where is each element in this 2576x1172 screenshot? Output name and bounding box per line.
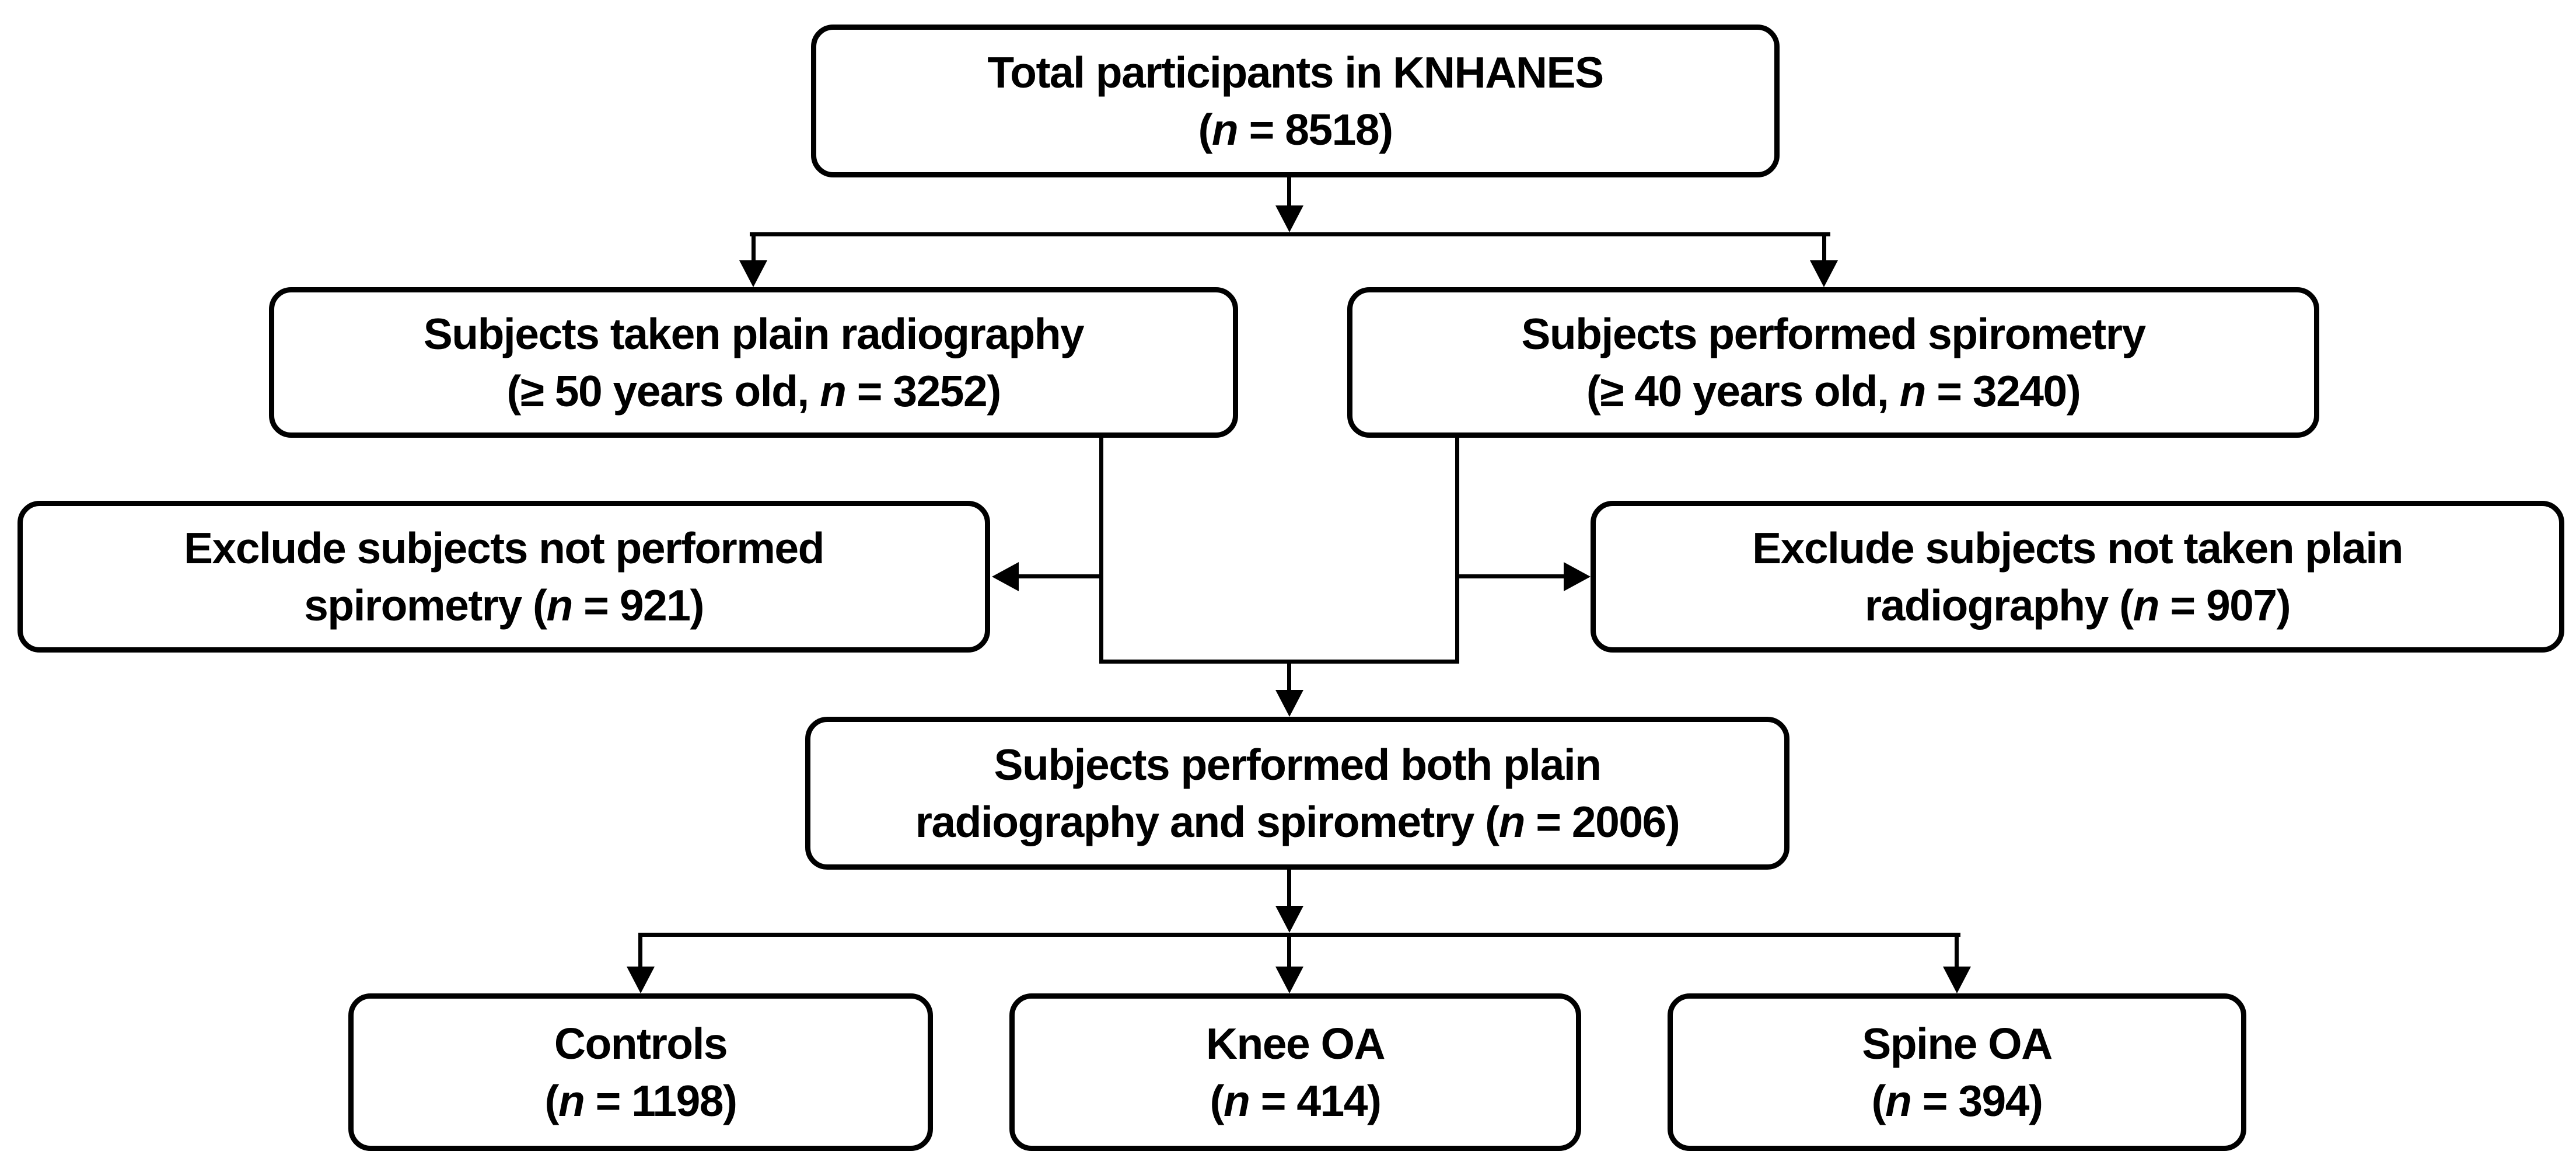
box-line2: (n = 1198) (544, 1072, 738, 1129)
connector-top-vertical (1287, 176, 1291, 208)
arrowhead-knee-oa (1275, 967, 1303, 993)
line2-n: n (1899, 367, 1927, 416)
line2-n: n (2133, 581, 2160, 630)
arrowhead-exclude-radiography (1564, 562, 1591, 591)
connector-top-split-line (750, 232, 1830, 236)
box-line1: Subjects performed both plain (994, 740, 1602, 789)
box-exclude-radiography: Exclude subjects not taken plain radiogr… (1591, 501, 2564, 653)
arrowhead-controls (627, 967, 655, 993)
box-line2: (n = 8518) (1198, 101, 1393, 158)
box-line1: Spine OA (1862, 1019, 2053, 1068)
line2-pre: radiography and spirometry ( (915, 797, 1500, 846)
box-line2: (≥ 40 years old, n = 3240) (1586, 362, 2081, 420)
line2-pre: (≥ 40 years old, (1586, 367, 1900, 416)
box-line1: Knee OA (1205, 1019, 1386, 1068)
connector-exclude-right (1455, 574, 1564, 578)
line2-n: n (1498, 797, 1526, 846)
connector-spirometry-down (1455, 437, 1459, 664)
arrowhead-spirometry (1810, 260, 1838, 287)
connector-to-spine-oa (1955, 937, 1959, 967)
box-spirometry: Subjects performed spirometry (≥ 40 year… (1347, 287, 2319, 438)
connector-to-both (1287, 664, 1291, 691)
connector-bottom-split-line (638, 933, 1960, 937)
line2-pre: ( (1210, 1076, 1225, 1125)
box-line1: Subjects performed spirometry (1521, 309, 2146, 358)
connector-to-knee-oa (1287, 937, 1291, 967)
arrowhead-top-split (1275, 205, 1303, 232)
line2-post: = 394) (1911, 1076, 2043, 1125)
box-knee-oa: Knee OA (n = 414) (1009, 993, 1581, 1151)
line2-pre: ( (1871, 1076, 1886, 1125)
box-controls: Controls (n = 1198) (348, 993, 933, 1151)
connector-to-radiography (752, 236, 756, 262)
box-line2: radiography (n = 907) (1864, 577, 2291, 634)
box-radiography: Subjects taken plain radiography (≥ 50 y… (269, 287, 1238, 438)
box-line1: Controls (554, 1019, 728, 1068)
connector-to-spirometry (1822, 236, 1826, 262)
box-line2: (≥ 50 years old, n = 3252) (506, 362, 1001, 420)
box-line1: Subjects taken plain radiography (423, 309, 1085, 358)
line2-n: n (1211, 105, 1239, 154)
arrowhead-both (1275, 690, 1303, 717)
line2-post: = 1198) (584, 1076, 738, 1125)
line2-pre: ( (544, 1076, 560, 1125)
box-line2: radiography and spirometry (n = 2006) (915, 793, 1680, 850)
line2-n: n (1885, 1076, 1912, 1125)
line2-post: = 414) (1249, 1076, 1382, 1125)
box-line1: Exclude subjects not performed (184, 524, 824, 573)
line2-pre: (≥ 50 years old, (506, 367, 820, 416)
box-line2: spirometry (n = 921) (304, 577, 704, 634)
arrowhead-exclude-spirometry (992, 562, 1019, 591)
line2-n: n (820, 367, 847, 416)
connector-both-vertical (1287, 868, 1291, 906)
connector-radiography-down (1099, 437, 1103, 664)
line2-post: = 907) (2158, 581, 2291, 630)
box-line2: (n = 394) (1872, 1072, 2043, 1129)
line2-post: = 8518) (1238, 105, 1393, 154)
box-line1: Exclude subjects not taken plain (1752, 524, 2403, 573)
line2-pre: radiography ( (1864, 581, 2134, 630)
box-both-exams: Subjects performed both plain radiograph… (805, 717, 1789, 870)
arrowhead-bottom-split (1275, 906, 1303, 933)
line2-n: n (546, 581, 574, 630)
box-spine-oa: Spine OA (n = 394) (1668, 993, 2246, 1151)
box-total-participants: Total participants in KNHANES (n = 8518) (811, 25, 1780, 177)
connector-exclude-left (1019, 574, 1103, 578)
connector-join-line (1099, 660, 1459, 664)
line2-post: = 3240) (1925, 367, 2081, 416)
line2-post: = 3252) (845, 367, 1001, 416)
line2-post: = 2006) (1524, 797, 1680, 846)
line2-pre: ( (1198, 105, 1212, 154)
line2-n: n (558, 1076, 585, 1125)
line2-post: = 921) (572, 581, 704, 630)
box-exclude-spirometry: Exclude subjects not performed spirometr… (18, 501, 990, 653)
connector-to-controls (638, 937, 642, 967)
box-line1: Total participants in KNHANES (987, 48, 1604, 97)
box-line2: (n = 414) (1210, 1072, 1382, 1129)
line2-pre: spirometry ( (304, 581, 547, 630)
arrowhead-radiography (739, 260, 767, 287)
line2-n: n (1224, 1076, 1250, 1125)
arrowhead-spine-oa (1943, 967, 1971, 993)
